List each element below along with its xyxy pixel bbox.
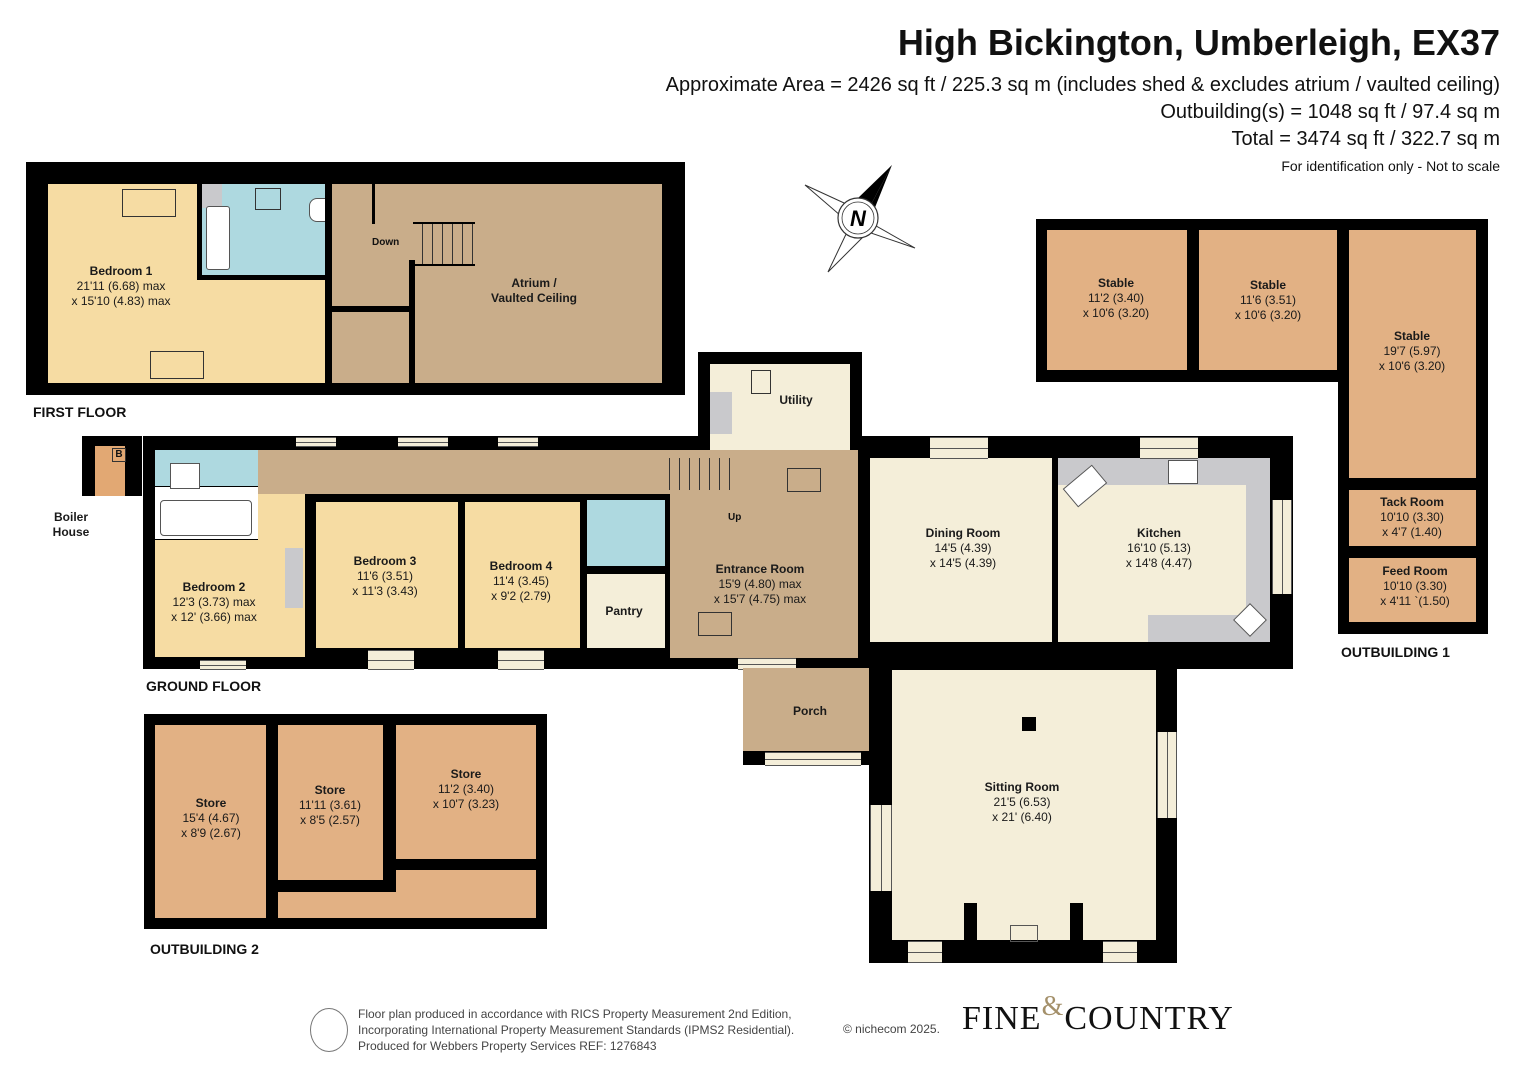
room-atrium xyxy=(332,184,662,383)
room-wc xyxy=(587,500,665,566)
stairs-up-label: Up xyxy=(728,512,742,523)
room-feed xyxy=(1349,558,1476,622)
room-store-2 xyxy=(278,725,383,880)
plan-title: High Bickington, Umberleigh, EX37 xyxy=(897,22,1500,63)
svg-text:N: N xyxy=(850,206,867,231)
hearth-icon xyxy=(1010,925,1038,942)
footer-disclaimer: Floor plan produced in accordance with R… xyxy=(358,1007,795,1053)
room-utility xyxy=(710,364,850,450)
copyright-text: © nichecom 2025. xyxy=(843,1022,940,1036)
room-dining xyxy=(870,458,1052,642)
skylight-icon xyxy=(751,370,771,394)
room-bedroom-2 xyxy=(155,540,305,657)
section-ground-floor: GROUND FLOOR xyxy=(146,678,262,694)
room-stable-2 xyxy=(1199,230,1337,370)
fine-country-logo: FINE&COUNTRY xyxy=(962,991,1234,1037)
section-outbuilding-2: OUTBUILDING 2 xyxy=(150,941,259,957)
room-kitchen xyxy=(1058,485,1246,615)
shower-icon xyxy=(170,463,200,489)
room-store-3 xyxy=(396,725,536,859)
room-pantry xyxy=(587,574,665,648)
skylight-icon xyxy=(122,189,176,217)
label-atrium: Atrium /Vaulted Ceiling xyxy=(490,276,578,305)
room-bedroom-3 xyxy=(316,502,458,648)
room-sitting xyxy=(892,670,1156,940)
label-porch: Porch xyxy=(792,704,828,718)
sink-icon xyxy=(1168,460,1198,484)
label-pantry: Pantry xyxy=(605,604,643,618)
skylight-icon xyxy=(255,188,281,210)
scale-note: For identification only - Not to scale xyxy=(1281,158,1500,174)
room-porch xyxy=(743,668,869,751)
compass-north-icon: N xyxy=(800,160,920,275)
skylight-icon xyxy=(787,468,821,492)
stairs-ground-floor xyxy=(660,458,736,490)
fireplace xyxy=(977,903,1070,940)
outbuildings-area-text: Outbuilding(s) = 1048 sq ft / 97.4 sq m xyxy=(1160,101,1500,123)
room-store-1 xyxy=(155,725,266,918)
boiler-badge: B xyxy=(112,448,126,462)
approx-area-text: Approximate Area = 2426 sq ft / 225.3 sq… xyxy=(665,74,1500,96)
pillar xyxy=(1022,717,1036,731)
room-tack xyxy=(1349,490,1476,546)
room-boiler-house xyxy=(95,446,125,496)
room-stable-3 xyxy=(1349,230,1476,478)
stairs-down-label: Down xyxy=(372,237,400,248)
toilet-icon xyxy=(309,198,326,222)
room-stable-1 xyxy=(1047,230,1187,370)
bath-icon xyxy=(160,500,252,536)
label-utility: Utility xyxy=(779,393,813,407)
room-bedroom-4 xyxy=(465,502,580,648)
section-first-floor: FIRST FLOOR xyxy=(33,404,127,420)
skylight-icon xyxy=(150,351,204,379)
section-outbuilding-1: OUTBUILDING 1 xyxy=(1341,644,1450,660)
skylight-icon xyxy=(698,612,732,636)
stairs-first-floor xyxy=(413,222,475,266)
ipms-person-icon xyxy=(310,1008,348,1052)
total-area-text: Total = 3474 sq ft / 322.7 sq m xyxy=(1231,128,1501,150)
bath-icon xyxy=(206,206,230,270)
